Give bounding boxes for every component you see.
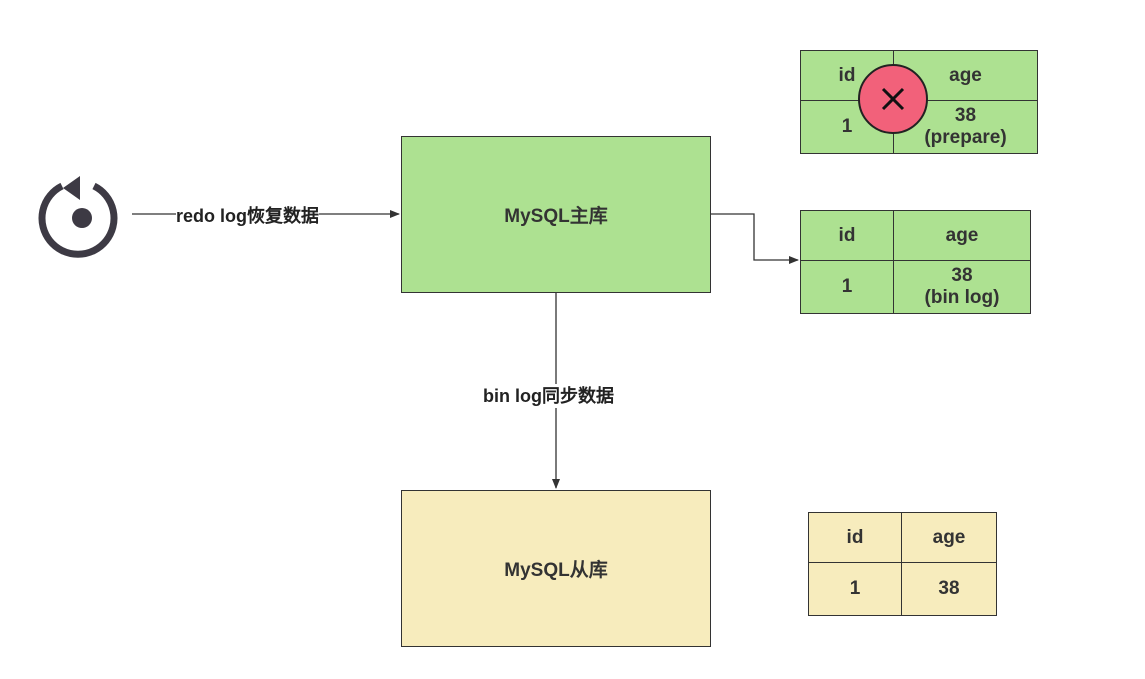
age-note: (bin log) [924, 287, 1000, 308]
age-value: 38 [954, 105, 977, 126]
binlog-sync-label: bin log同步数据 [481, 384, 616, 408]
cell-age: 38 (bin log) [893, 260, 1031, 314]
header-id: id [808, 512, 902, 563]
header-age: age [901, 512, 997, 563]
binlog-table: id age 1 38 (bin log) [800, 210, 1031, 314]
age-note: (prepare) [924, 127, 1007, 148]
slave-db-box: MySQL从库 [401, 490, 711, 647]
cell-id: 1 [808, 562, 902, 616]
header-id: id [800, 210, 894, 261]
close-circle-icon [858, 64, 928, 134]
age-value: 38 [951, 265, 973, 286]
redo-label: redo log恢复数据 [176, 206, 319, 226]
binlog-write-arrow [711, 213, 799, 264]
master-db-box: MySQL主库 [401, 136, 711, 293]
restore-icon [38, 176, 118, 258]
cell-age: 38 [901, 562, 997, 616]
cell-id: 1 [800, 260, 894, 314]
slave-table: id age 1 38 [808, 512, 997, 616]
master-db-label: MySQL主库 [504, 206, 608, 227]
header-age: age [893, 210, 1031, 261]
slave-db-label: MySQL从库 [504, 560, 608, 581]
